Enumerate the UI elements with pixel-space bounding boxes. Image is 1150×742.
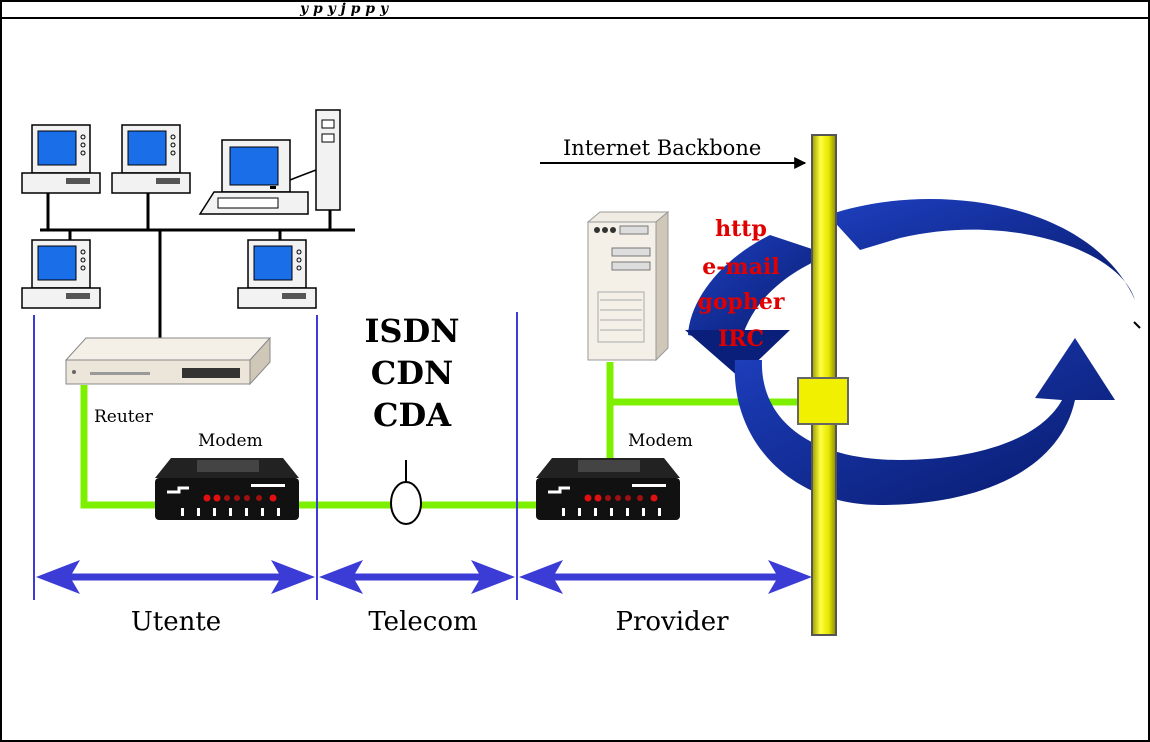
reuter-label: Reuter bbox=[94, 407, 154, 427]
backbone-connector bbox=[797, 377, 849, 425]
router-icon[interactable] bbox=[64, 336, 272, 386]
service-http: http bbox=[715, 216, 767, 242]
cdn-label: CDN bbox=[371, 354, 453, 392]
workstation-icon[interactable] bbox=[21, 124, 101, 194]
modem-icon[interactable] bbox=[536, 458, 680, 520]
service-email: e-mail bbox=[702, 254, 779, 280]
workstation-icon[interactable] bbox=[237, 239, 317, 309]
utente-label: Utente bbox=[131, 607, 221, 637]
service-irc: IRC bbox=[718, 326, 764, 352]
service-gopher: gopher bbox=[697, 289, 784, 315]
workstation-icon[interactable] bbox=[21, 239, 101, 309]
provider-span-arrow bbox=[519, 560, 812, 594]
pc-tower-icon[interactable] bbox=[198, 109, 341, 215]
green-link-router-modem bbox=[80, 385, 158, 509]
provider-label: Provider bbox=[615, 607, 729, 637]
workstation-icon[interactable] bbox=[111, 124, 191, 194]
stray-mark bbox=[1133, 321, 1141, 329]
traffic-cycle-arrow bbox=[685, 199, 1135, 505]
telecom-label: Telecom bbox=[368, 607, 477, 637]
server-icon[interactable] bbox=[586, 210, 670, 362]
modem-icon[interactable] bbox=[155, 458, 299, 520]
antenna-loop-icon bbox=[390, 460, 422, 525]
cut-header-text: y p y j p p y bbox=[299, 1, 389, 17]
telecom-span-arrow bbox=[319, 560, 515, 594]
cda-label: CDA bbox=[373, 396, 452, 434]
isdn-label: ISDN bbox=[364, 312, 459, 350]
backbone-label: Internet Backbone bbox=[563, 136, 761, 160]
modem-right-label: Modem bbox=[628, 431, 693, 451]
modem-left-label: Modem bbox=[198, 431, 263, 451]
utente-span-arrow bbox=[36, 560, 315, 594]
